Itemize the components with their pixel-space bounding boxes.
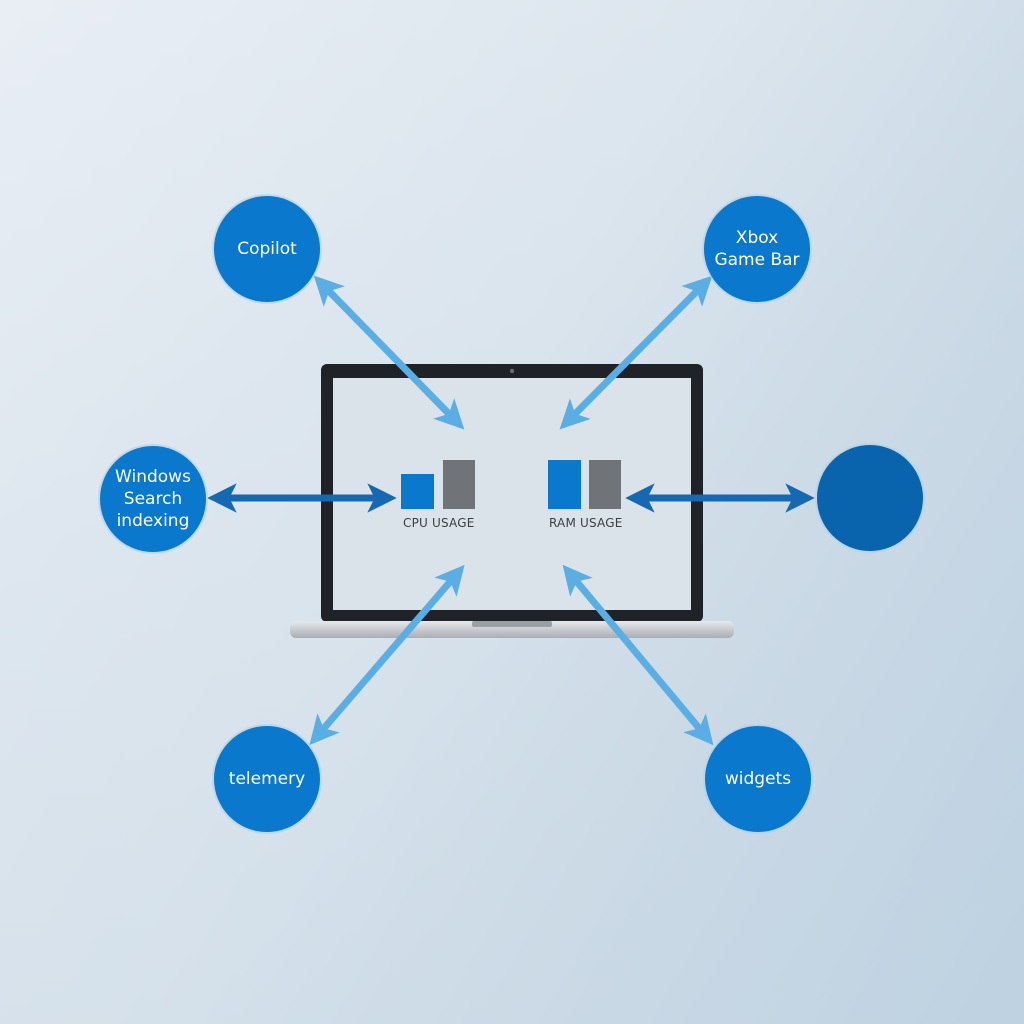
node-copilot[interactable]: Copilot	[214, 196, 320, 302]
node-label: telemery	[228, 769, 306, 789]
node-telemery[interactable]: telemery	[214, 726, 320, 832]
node-label: Windows Search indexing	[115, 467, 191, 531]
ram-usage-bars	[548, 460, 621, 509]
node-unlabeled[interactable]	[817, 445, 923, 551]
cpu-usage-bars	[401, 460, 475, 509]
node-label: Xbox Game Bar	[714, 228, 800, 270]
node-label: Copilot	[237, 239, 297, 259]
ram-usage-label: RAM USAGE	[549, 516, 623, 530]
node-windows-search-indexing[interactable]: Windows Search indexing	[100, 446, 206, 552]
cpu-usage-label: CPU USAGE	[403, 516, 475, 530]
connector-arrows	[207, 275, 815, 746]
node-label: widgets	[724, 769, 792, 789]
node-xbox-game-bar[interactable]: Xbox Game Bar	[704, 196, 810, 302]
node-widgets[interactable]: widgets	[705, 726, 811, 832]
